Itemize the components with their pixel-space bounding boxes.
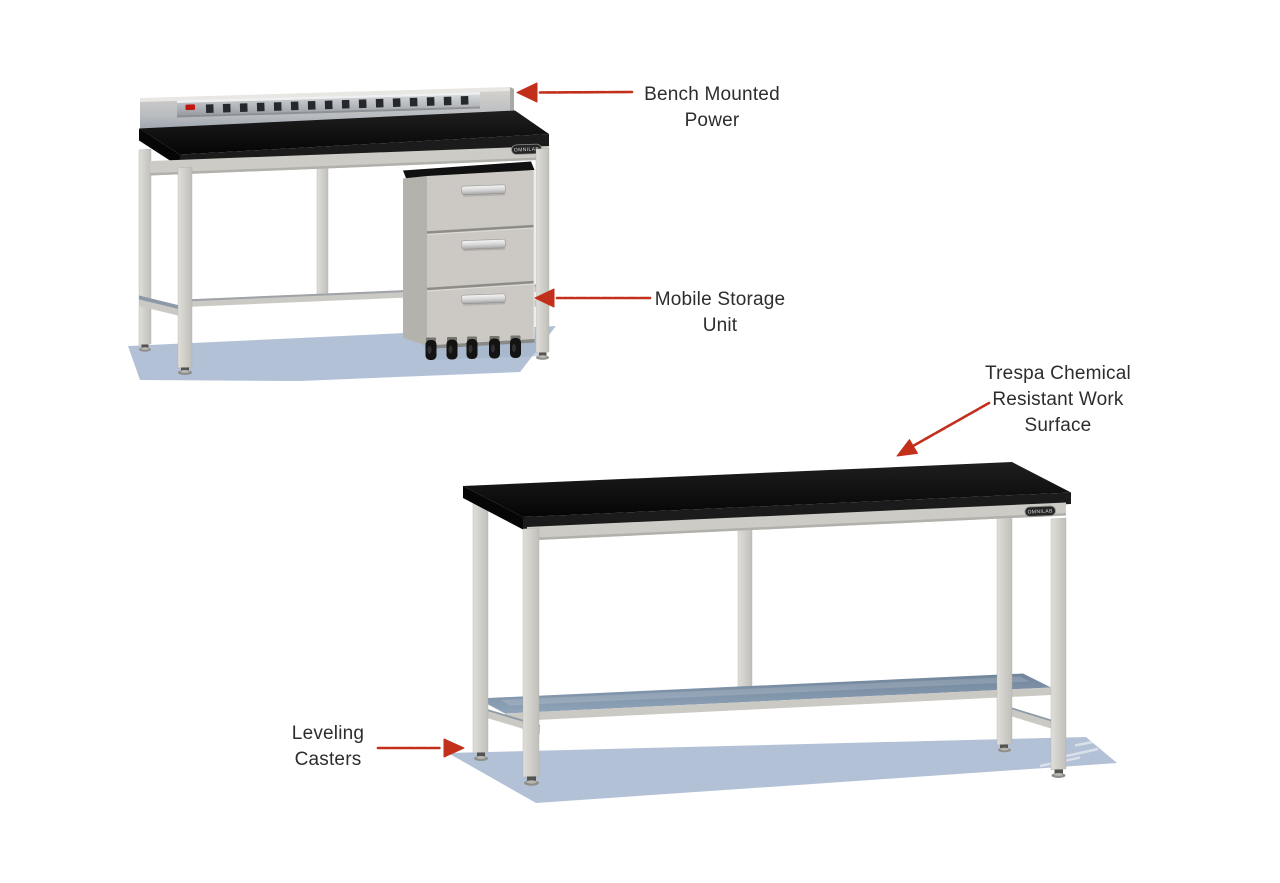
label-line: Surface	[1024, 415, 1092, 436]
label-line: Casters	[294, 749, 362, 770]
label-mobile-storage-unit: Mobile Storage Unit	[605, 287, 835, 339]
leveling-foot	[1051, 769, 1066, 778]
annotation-arrows	[376, 82, 991, 758]
label-line: Unit	[702, 315, 738, 336]
bench-2-shadow	[448, 737, 1117, 803]
shelf-sheen	[500, 676, 1030, 706]
label-trespa-work-surface: Trespa Chemical Resistant Work Surface	[948, 361, 1168, 439]
bench-2-feet	[474, 744, 1066, 786]
bench-2-apron	[527, 502, 1066, 541]
power-strip-bottom-shade	[177, 106, 480, 118]
bench-1-back-left-leg	[138, 148, 152, 346]
label-leveling-casters: Leveling Casters	[258, 721, 398, 773]
cabinet-top	[403, 161, 535, 180]
right-stretcher-top	[999, 703, 1064, 726]
bench-2-apron-edge	[527, 513, 1066, 541]
caster	[425, 337, 437, 360]
power-strip	[177, 92, 480, 118]
power-switch	[185, 104, 196, 111]
shelf-front-rail	[505, 687, 1051, 722]
leveling-foot	[474, 752, 488, 761]
leveling-foot	[524, 776, 539, 786]
label-line: Power	[684, 110, 740, 131]
label-bench-mounted-power: Bench Mounted Power	[597, 82, 827, 134]
bench-2-worktop-end	[463, 486, 523, 530]
arrow-trespa-work-surface	[896, 401, 991, 457]
svg-text:OMNILAB: OMNILAB	[1027, 508, 1053, 515]
caster	[466, 336, 478, 359]
bench-1-apron	[150, 146, 549, 176]
label-line: Mobile Storage	[654, 289, 786, 310]
casters	[425, 335, 521, 360]
leveling-foot	[536, 352, 549, 360]
svg-text:OMNILAB: OMNILAB	[514, 147, 540, 154]
drawer-seam-1-light	[426, 227, 535, 235]
backsplash-top-rail	[140, 87, 510, 102]
bench-1-front-left-leg	[177, 166, 193, 369]
arrow-bench-mounted-power	[516, 82, 634, 103]
bench-1-worktop-end	[139, 128, 180, 167]
power-strip-top-edge	[177, 92, 480, 103]
arrow-leveling-casters	[376, 738, 465, 758]
caster	[489, 336, 500, 359]
label-line: Trespa Chemical	[985, 363, 1131, 384]
label-line: Leveling	[291, 723, 365, 744]
bench-2-back-left-leg	[472, 495, 489, 754]
bench-1-apron-edge	[150, 157, 549, 176]
drawer-handle-1	[461, 184, 506, 197]
label-line: Resistant Work	[992, 389, 1124, 410]
bench-2-worktop	[463, 462, 1071, 530]
shelf-top	[477, 673, 1051, 714]
bench-with-shelf: OMNILAB	[448, 462, 1117, 803]
mobile-storage-unit	[403, 161, 535, 360]
drawer-handle-2	[461, 239, 506, 252]
caster	[510, 335, 521, 358]
bench-2-back-right-leg	[996, 510, 1013, 746]
drawer-seam-1	[426, 224, 535, 234]
brand-badge: OMNILAB	[1024, 505, 1056, 517]
bench-2-front-left-leg	[522, 527, 540, 778]
bench-1-feet	[139, 344, 549, 375]
lower-shelf	[474, 673, 1064, 734]
bench-1-worktop-top	[139, 110, 549, 155]
bench-2-front-right-leg	[1050, 517, 1067, 771]
drawer-handle-3	[461, 293, 506, 306]
drawer-seam-2	[426, 280, 535, 291]
arrow-mobile-storage-unit	[534, 288, 652, 308]
bench-power-storage: OMNILAB	[128, 87, 556, 381]
leveling-foot	[139, 344, 151, 352]
bench-2-worktop-front	[523, 492, 1071, 530]
label-line: Bench Mounted	[644, 84, 780, 105]
drawer-seam-2-light	[426, 283, 535, 292]
cabinet-side	[403, 176, 427, 346]
leveling-foot	[178, 367, 192, 375]
cabinet-front	[427, 170, 535, 346]
bench-1-front-right-leg	[535, 148, 550, 354]
caster	[446, 337, 458, 360]
bench-2-worktop-top	[463, 462, 1071, 517]
right-stretcher	[999, 705, 1064, 733]
bench-1-back-middle-leg	[316, 160, 329, 298]
leveling-foot	[998, 744, 1011, 753]
